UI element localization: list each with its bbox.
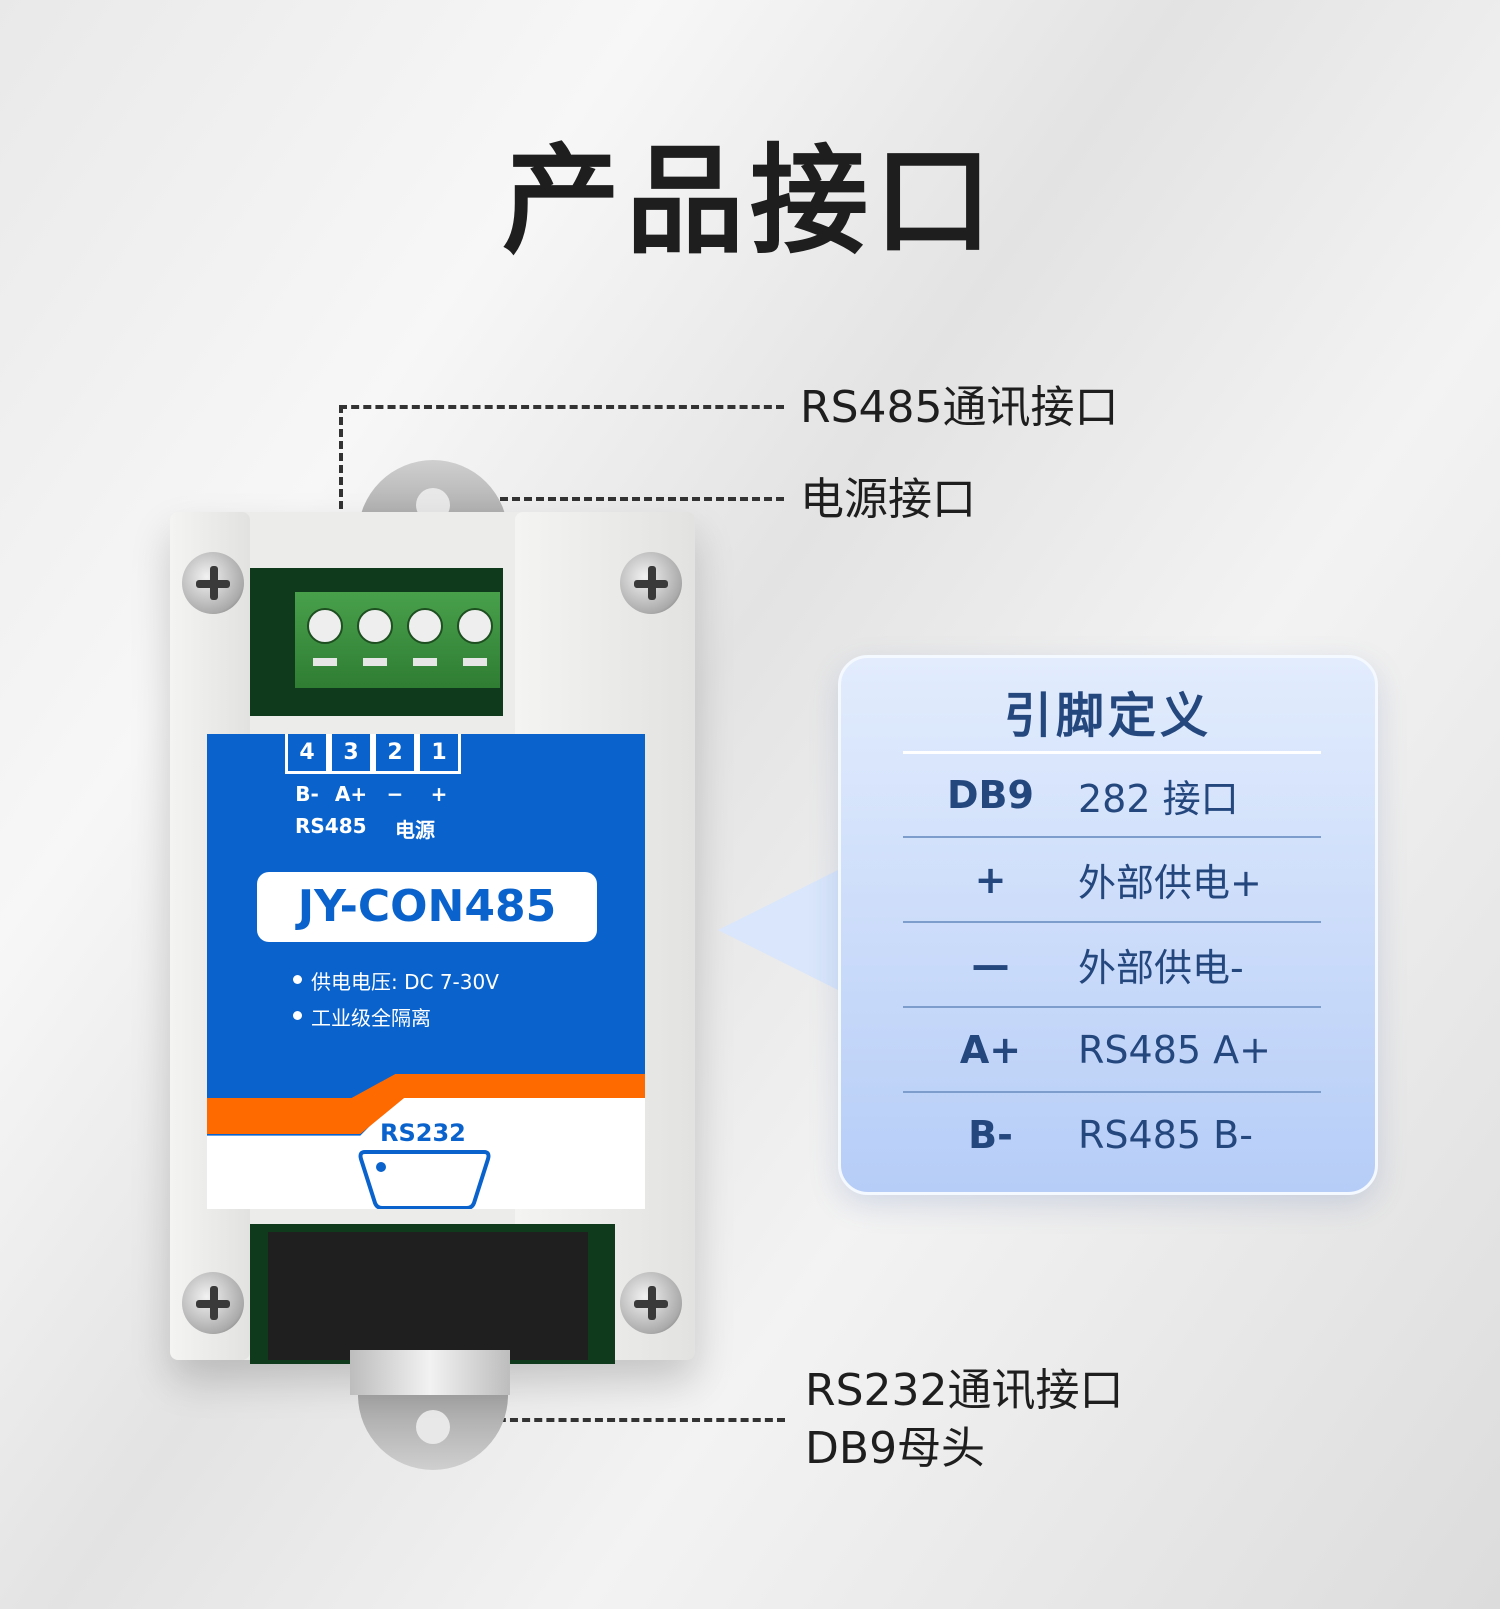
pin-number: 1 [417, 734, 461, 774]
screw-icon [620, 552, 682, 614]
page-title: 产品接口 [501, 132, 998, 270]
pin-key: + [974, 857, 1007, 902]
pin-definition-card: 引脚定义 DB9 282 接口 + 外部供电+ — 外部供电- A+ RS485… [838, 655, 1378, 1195]
pin-key: A+ [959, 1027, 1022, 1072]
db9-port-icon [358, 1150, 491, 1209]
pin-number: 2 [373, 734, 417, 774]
pin-definition-table: DB9 282 接口 + 外部供电+ — 外部供电- A+ RS485 A+ B… [903, 751, 1321, 1176]
pin-value: 外部供电- [1078, 946, 1244, 990]
power-leader-horizontal [440, 497, 784, 501]
rs232-label: RS232 [380, 1119, 466, 1147]
table-row: + 外部供电+ [903, 836, 1321, 921]
spec-isolation: 工业级全隔离 [293, 1002, 431, 1031]
pin-key: — [971, 942, 1010, 987]
pin-key: B- [968, 1112, 1013, 1157]
rs485-leader-horizontal [339, 405, 784, 409]
screw-icon [182, 1272, 244, 1334]
rs485-group-label: RS485 [295, 814, 367, 838]
rs485-leader-vertical [339, 405, 343, 545]
model-name: JY-CON485 [257, 872, 597, 942]
terminal-block [295, 592, 500, 688]
table-row: — 外部供电- [903, 921, 1321, 1006]
pin-definition-title: 引脚定义 [1003, 688, 1212, 744]
table-row: B- RS485 B- [903, 1091, 1321, 1176]
screw-icon [620, 1272, 682, 1334]
pin-value: 282 接口 [1078, 776, 1239, 821]
pin-value: RS485 A+ [1078, 1027, 1271, 1072]
spec-voltage: 供电电压: DC 7-30V [293, 966, 499, 995]
db9-connector [268, 1232, 588, 1360]
pin-value: RS485 B- [1078, 1112, 1253, 1157]
rs485-callout: RS485通讯接口 [800, 382, 1119, 433]
pin-symbol: A+ [334, 782, 368, 806]
rs232-callout-line2: DB9母头 [805, 1423, 986, 1474]
power-group-label: 电源 [395, 818, 435, 842]
pin-number: 3 [329, 734, 373, 774]
pin-symbol: B- [295, 782, 319, 806]
pin-symbol: − [386, 782, 404, 806]
power-callout: 电源接口 [800, 474, 976, 525]
pin-value: 外部供电+ [1078, 861, 1262, 905]
rs232-leader-horizontal [425, 1418, 785, 1422]
pin-symbol: + [430, 782, 448, 806]
table-row: A+ RS485 A+ [903, 1006, 1321, 1091]
device-image: 4 3 2 1 B- A+ − + RS485 电源 JY-CON485 供电电… [170, 460, 695, 1470]
pin-number: 4 [285, 734, 329, 774]
device-enclosure: 4 3 2 1 B- A+ − + RS485 电源 JY-CON485 供电电… [170, 512, 695, 1395]
pin-key: DB9 [947, 773, 1034, 817]
screw-icon [182, 552, 244, 614]
device-label-panel: 4 3 2 1 B- A+ − + RS485 电源 JY-CON485 供电电… [207, 734, 645, 1209]
card-pointer [718, 870, 838, 990]
rs232-callout-line1: RS232通讯接口 [805, 1365, 1124, 1416]
table-row: DB9 282 接口 [903, 751, 1321, 836]
